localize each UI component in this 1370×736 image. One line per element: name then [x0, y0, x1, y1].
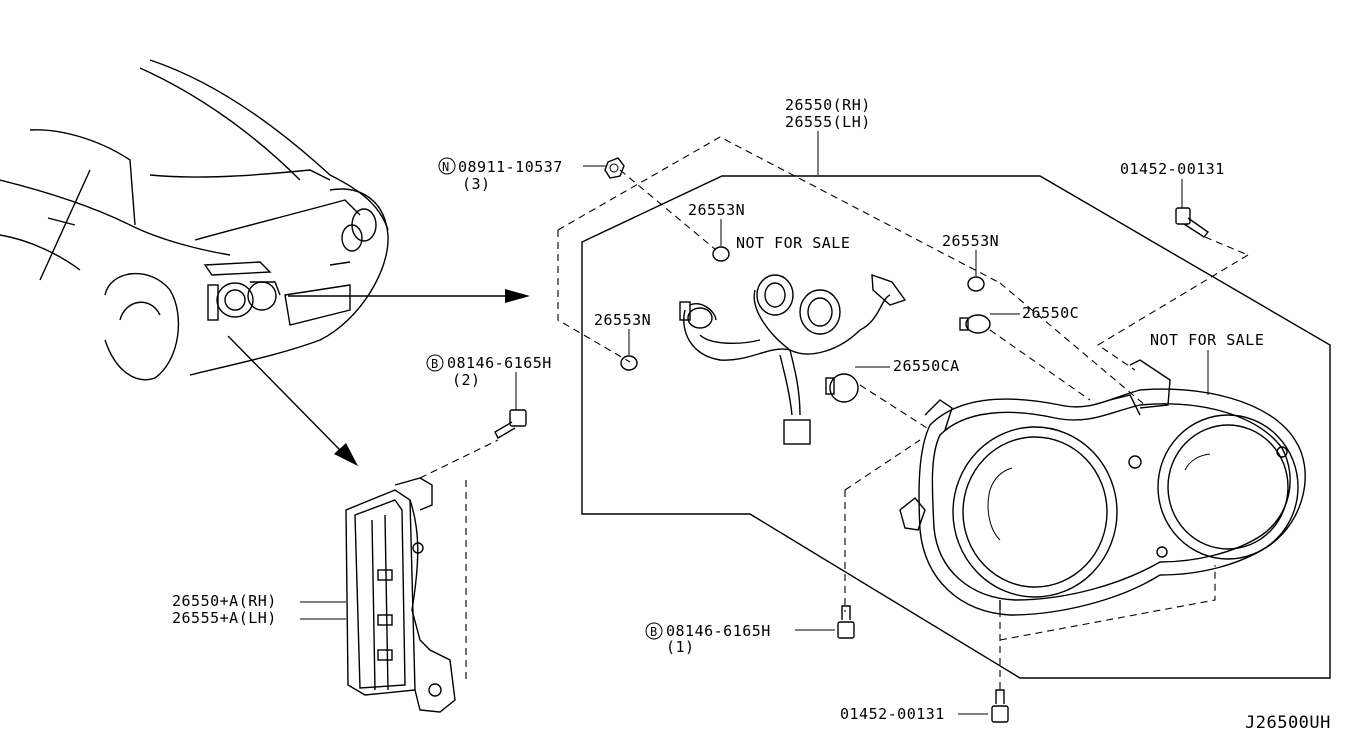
- bolt-bottom-part-label: 08146-6165H: [666, 622, 771, 640]
- nut-qty-label: (3): [462, 175, 491, 193]
- n-symbol-icon: [438, 157, 456, 175]
- bolt-left-icon: [494, 409, 527, 439]
- bulb-c-label: 26550C: [1022, 304, 1079, 322]
- bolt-left-qty-label: (2): [452, 371, 481, 389]
- not-for-sale-housing-label: NOT FOR SALE: [1150, 331, 1264, 349]
- nut-icon: [604, 157, 625, 179]
- bolt-left-part-label: 08146-6165H: [447, 354, 552, 372]
- b-symbol-bottom-icon: [645, 622, 663, 640]
- side-lamp-lh-label: 26555+A(LH): [172, 609, 277, 627]
- pointer-arrows: [227, 289, 530, 466]
- nut-part-label: 08911-10537: [458, 158, 563, 176]
- grommet-c-label: 26553N: [594, 311, 651, 329]
- n-symbol: N: [442, 160, 450, 174]
- bolt-bottom-right-icon: [991, 689, 1009, 723]
- bolt-bottom-icon: [837, 605, 855, 639]
- headlamp-lh-label: 26555(LH): [785, 113, 871, 131]
- grommet-a-label: 26553N: [688, 201, 745, 219]
- bolt-top-right-icon: [1175, 207, 1210, 238]
- bulb-ca-label: 26550CA: [893, 357, 960, 375]
- wiring-harness-icon: [679, 273, 907, 445]
- b-symbol-bottom: B: [650, 625, 658, 639]
- bulb-c-icon: [959, 314, 991, 334]
- headlamp-housing-icon: [899, 359, 1306, 616]
- not-for-sale-harness-label: NOT FOR SALE: [736, 234, 850, 252]
- dashed-assembly-boundary: [419, 136, 1249, 690]
- grommet-b-label: 26553N: [942, 232, 999, 250]
- grommet-b-icon: [967, 276, 985, 292]
- b-symbol-left: B: [431, 357, 439, 371]
- side-lamp-rh-label: 26550+A(RH): [172, 592, 277, 610]
- bolt-bottom-qty-label: (1): [666, 638, 695, 656]
- headlamp-rh-label: 26550(RH): [785, 96, 871, 114]
- diagram-code: J26500UH: [1245, 713, 1331, 733]
- b-symbol-left-icon: [426, 354, 444, 372]
- bolt-bottom-right-label: 01452-00131: [840, 705, 945, 723]
- bulb-ca-icon: [825, 373, 859, 403]
- grommet-a-icon: [712, 246, 730, 262]
- bolt-top-right-label: 01452-00131: [1120, 160, 1225, 178]
- side-lamp-bracket-icon: [345, 477, 456, 713]
- car-rear-illustration: [0, 59, 389, 381]
- grommet-c-icon: [620, 355, 638, 371]
- headlamp-assembly-outline: [581, 175, 1331, 679]
